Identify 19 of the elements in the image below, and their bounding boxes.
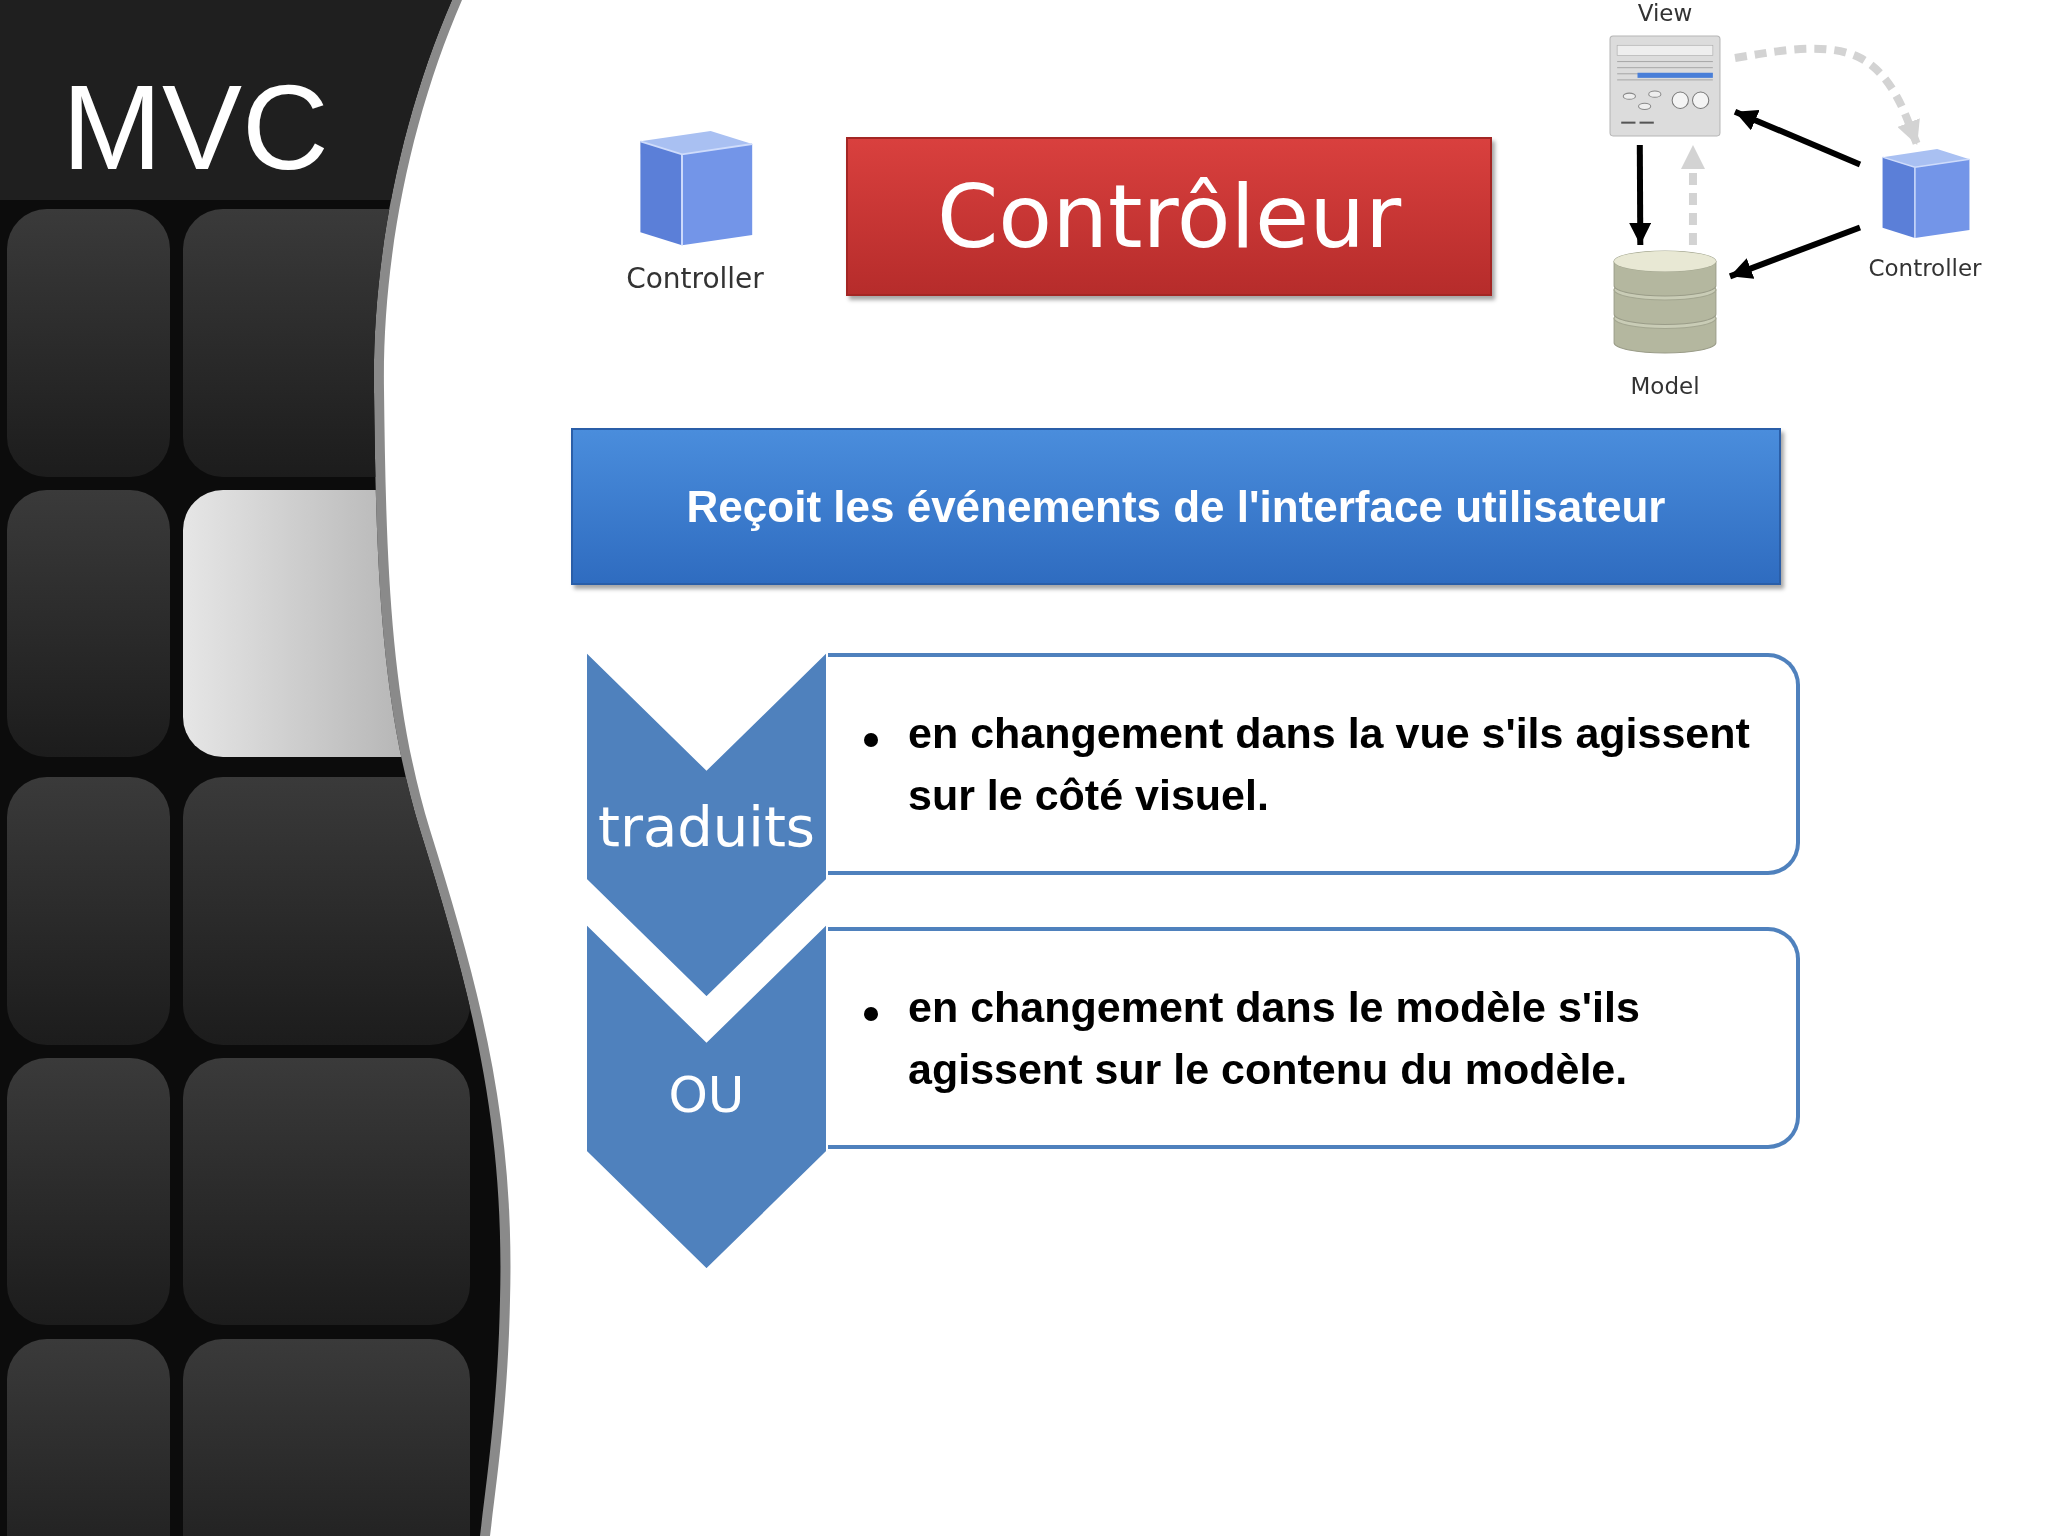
bullet-text: en changement dans le modèle s'ils agissent sur le contenu du modèle. <box>908 982 1641 1095</box>
arrow <box>1629 145 1652 245</box>
text-box <box>828 927 1800 1149</box>
title-box <box>846 137 1492 296</box>
slide-title: MVC <box>62 62 329 192</box>
icon-caption: Controller <box>1867 255 1983 281</box>
arrow <box>1734 44 1921 147</box>
bullet-text: en changement dans la vue s'ils agissent sur le côté visuel. <box>908 708 1751 821</box>
icon-caption: Controller <box>625 262 765 295</box>
icon-caption: Model <box>1629 373 1701 399</box>
chevron-label: OU <box>667 1066 746 1124</box>
text-box <box>828 653 1800 875</box>
box-title: Contrôleur <box>936 165 1402 268</box>
arrow <box>1728 224 1862 280</box>
icon-caption: View <box>1636 0 1694 26</box>
banner-text: Reçoit les événements de l'interface utilisateur <box>686 481 1666 532</box>
banner-box <box>571 428 1781 585</box>
chevron-label: traduits <box>597 794 816 859</box>
arrow <box>1733 108 1862 168</box>
